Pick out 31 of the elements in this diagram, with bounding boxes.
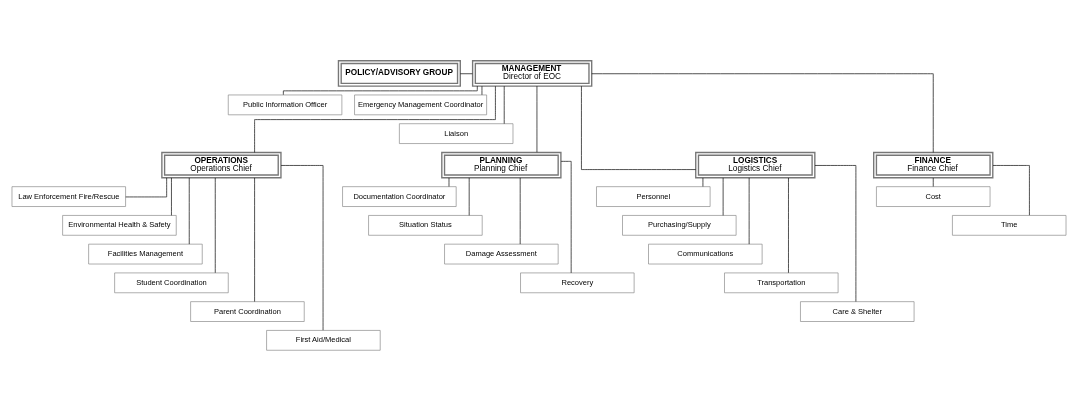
node-box: Liaison	[399, 122, 514, 144]
node-box: Situation Status	[368, 214, 483, 236]
node-box: Documentation Coordinator	[342, 185, 457, 207]
node-box: Public Information Officer	[227, 94, 343, 115]
node-box: Communications	[648, 243, 763, 264]
connector	[814, 164, 857, 302]
node-box: Care & Shelter	[800, 300, 915, 322]
node-box: Parent Coordination	[190, 300, 305, 322]
connector	[283, 85, 478, 95]
node-box: Student Coordination	[114, 272, 229, 293]
node-box: Environmental Health & Safety	[62, 214, 177, 236]
node-box: Purchasing/Supply	[622, 214, 737, 236]
connector	[125, 177, 167, 197]
connector	[581, 85, 697, 170]
connector	[254, 177, 255, 302]
node-box: Personnel	[596, 185, 711, 207]
connector	[280, 164, 324, 330]
node-box: Transportation	[724, 272, 839, 293]
node-box: Emergency Management Coordinator	[354, 94, 487, 115]
node-box: Law Enforcement Fire/Rescue	[11, 185, 126, 207]
connector	[254, 85, 496, 153]
connector	[788, 177, 789, 273]
node-box: Recovery	[520, 272, 635, 293]
node-box: First Aid/Medical	[266, 329, 381, 351]
node-box: Facilities Management	[88, 243, 203, 264]
node-box: Damage Assessment	[444, 243, 559, 264]
connector	[171, 177, 172, 216]
connector	[992, 164, 1030, 216]
connector	[460, 72, 473, 74]
node-box: Time	[952, 214, 1067, 236]
node-box: Cost	[876, 185, 991, 207]
